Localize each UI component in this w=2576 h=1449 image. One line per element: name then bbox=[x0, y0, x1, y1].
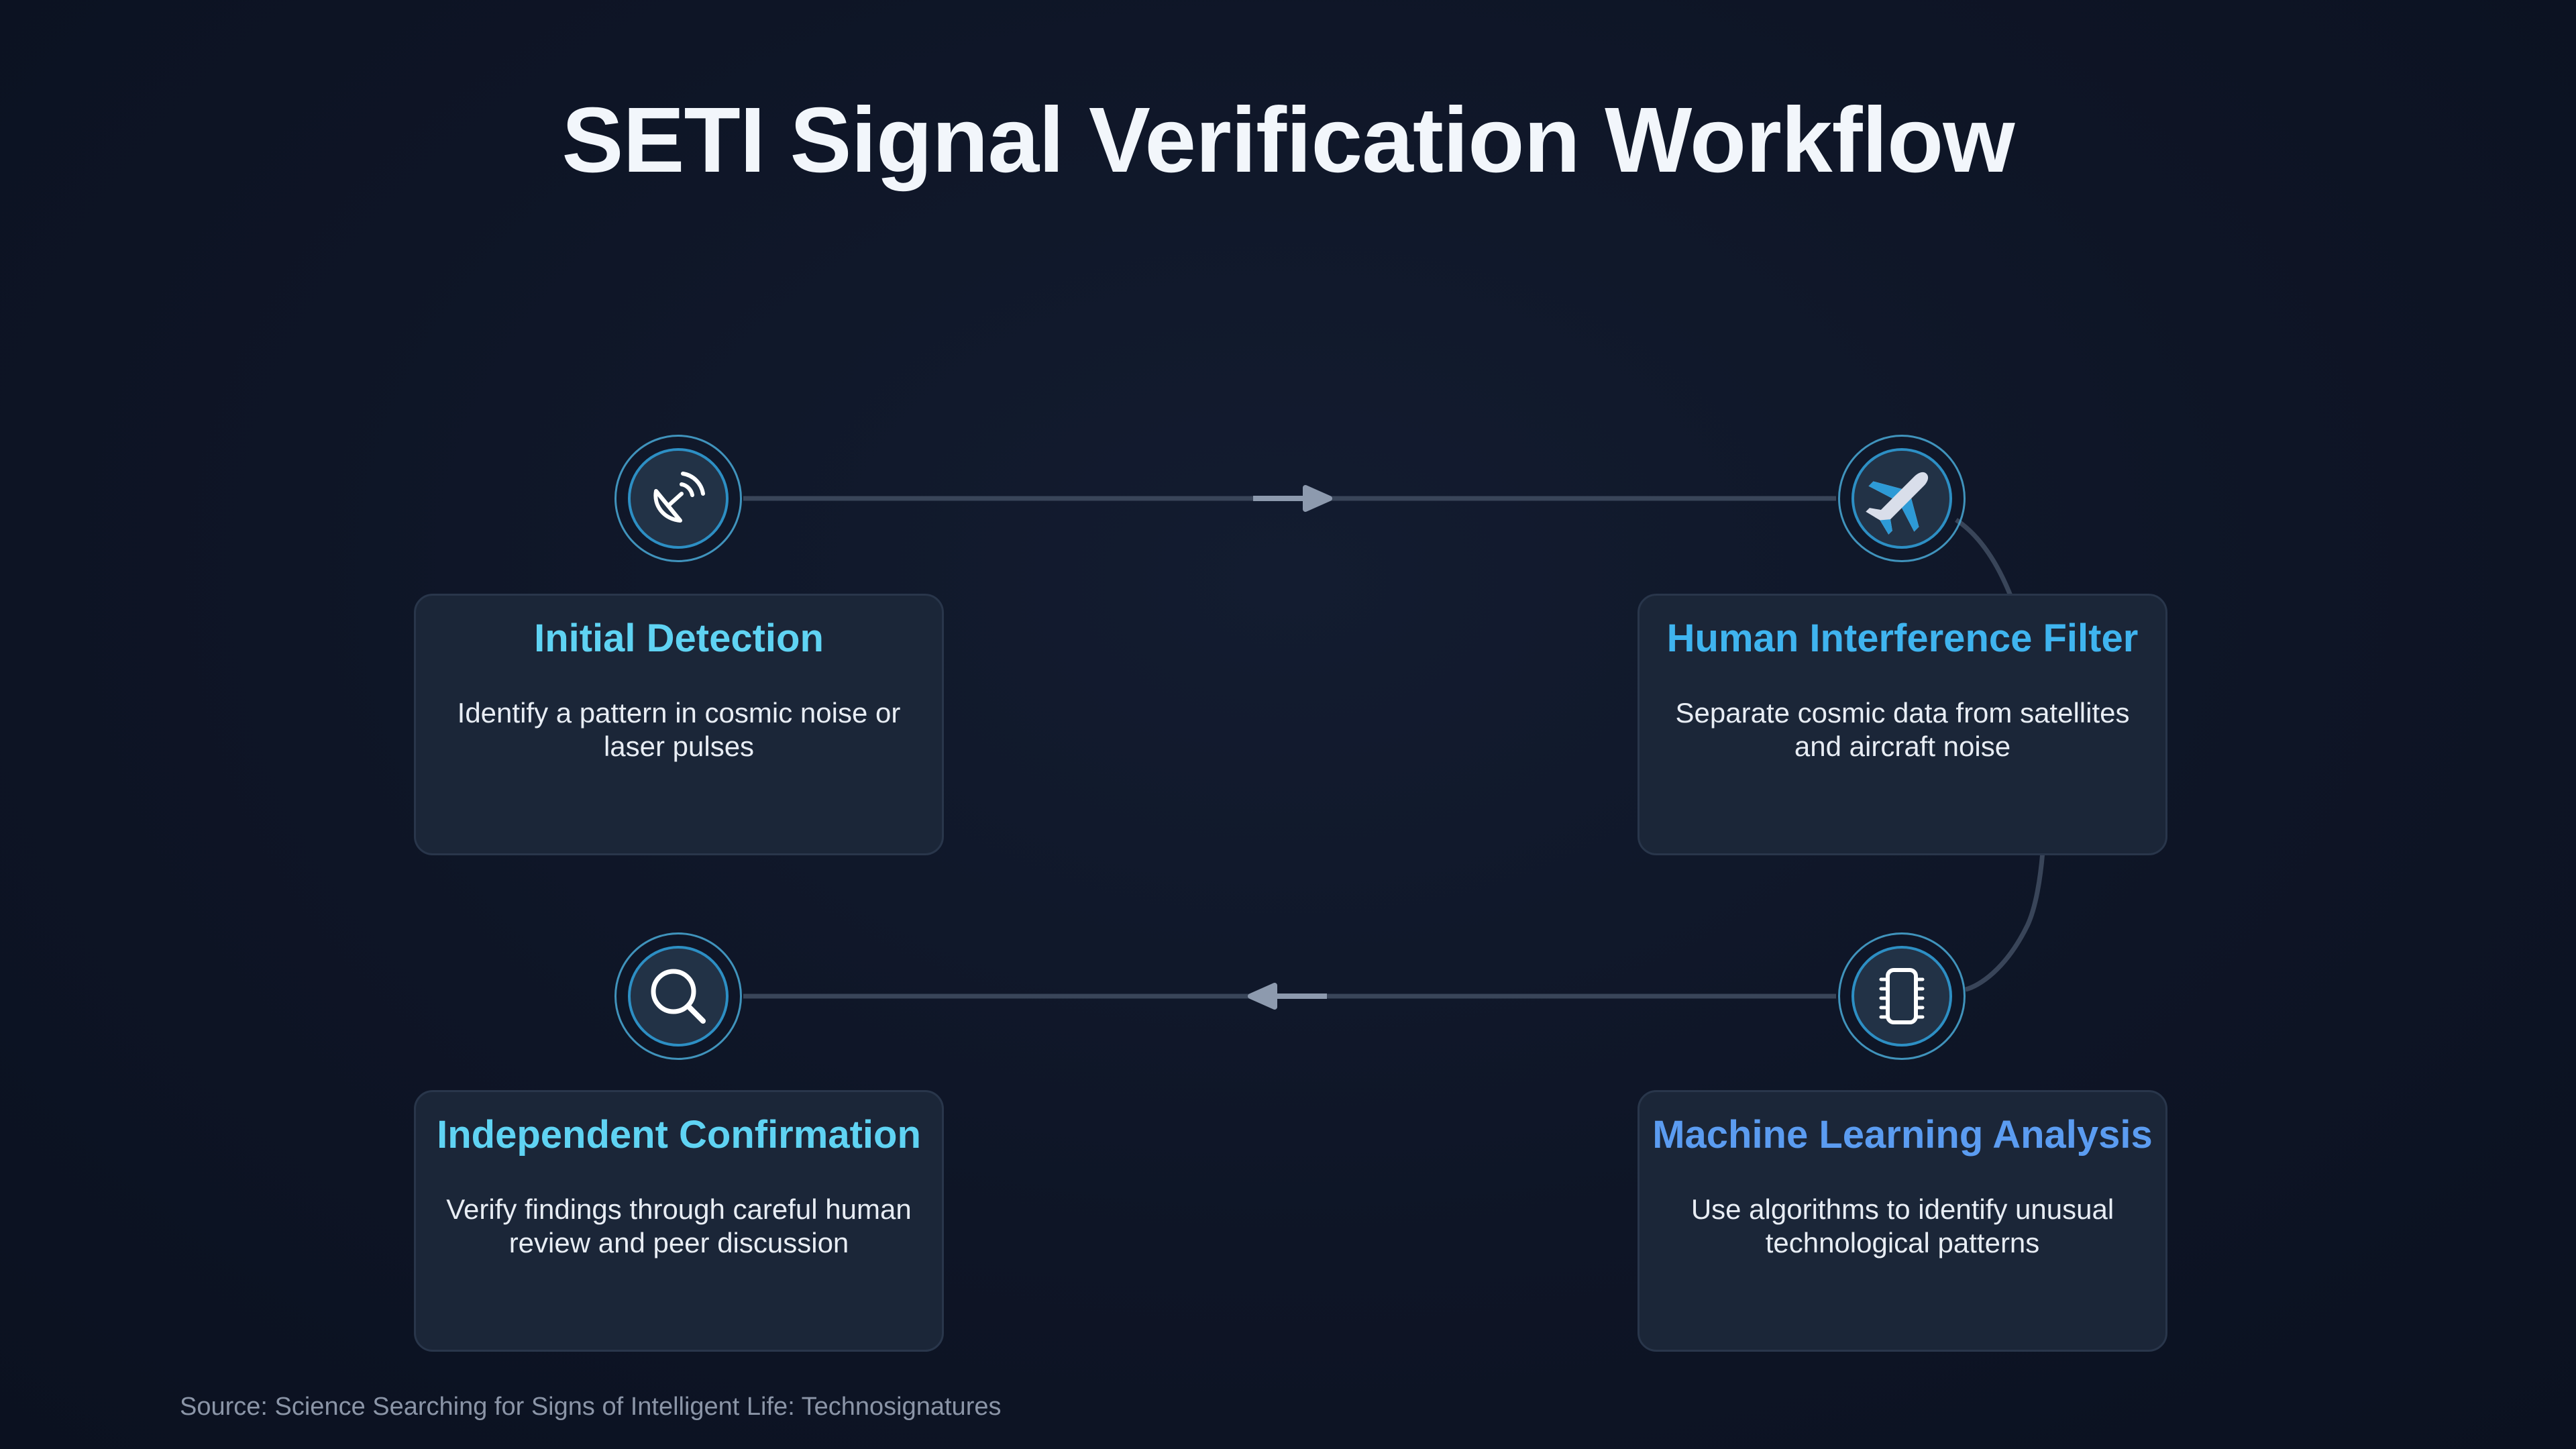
step-description: Use algorithms to identify unusual techn… bbox=[1690, 1193, 2114, 1258]
step-card-ml: Machine Learning Analysis Use algorithms… bbox=[1638, 1090, 2167, 1352]
step-confirmation-node bbox=[614, 932, 742, 1060]
step-card-detection: Initial Detection Identify a pattern in … bbox=[414, 594, 944, 855]
step-ml-node bbox=[1838, 932, 1966, 1060]
step-card-confirmation: Independent Confirmation Verify findings… bbox=[414, 1090, 944, 1352]
step-title: Machine Learning Analysis bbox=[1652, 1113, 2153, 1157]
step-description: Identify a pattern in cosmic noise or la… bbox=[457, 697, 901, 762]
step-card-filter: Human Interference Filter Separate cosmi… bbox=[1638, 594, 2167, 855]
chip-icon bbox=[1879, 968, 1925, 1024]
step-title: Initial Detection bbox=[534, 616, 824, 660]
page-title: SETI Signal Verification Workflow bbox=[561, 89, 2015, 192]
step-description: Verify findings through careful human re… bbox=[446, 1193, 912, 1258]
source-note: Source: Science Searching for Signs of I… bbox=[180, 1393, 1002, 1421]
step-title: Independent Confirmation bbox=[437, 1113, 921, 1157]
arrow-left-icon bbox=[1248, 983, 1327, 1010]
magnifier-icon bbox=[651, 969, 706, 1024]
step-description: Separate cosmic data from satellites and… bbox=[1675, 697, 2130, 762]
airplane-icon bbox=[1866, 472, 1929, 535]
satellite-dish-icon bbox=[653, 472, 705, 523]
step-title: Human Interference Filter bbox=[1666, 616, 2139, 660]
arrow-right-icon bbox=[1253, 485, 1332, 512]
step-detection-node bbox=[614, 435, 742, 562]
step-filter-node bbox=[1838, 435, 1966, 562]
